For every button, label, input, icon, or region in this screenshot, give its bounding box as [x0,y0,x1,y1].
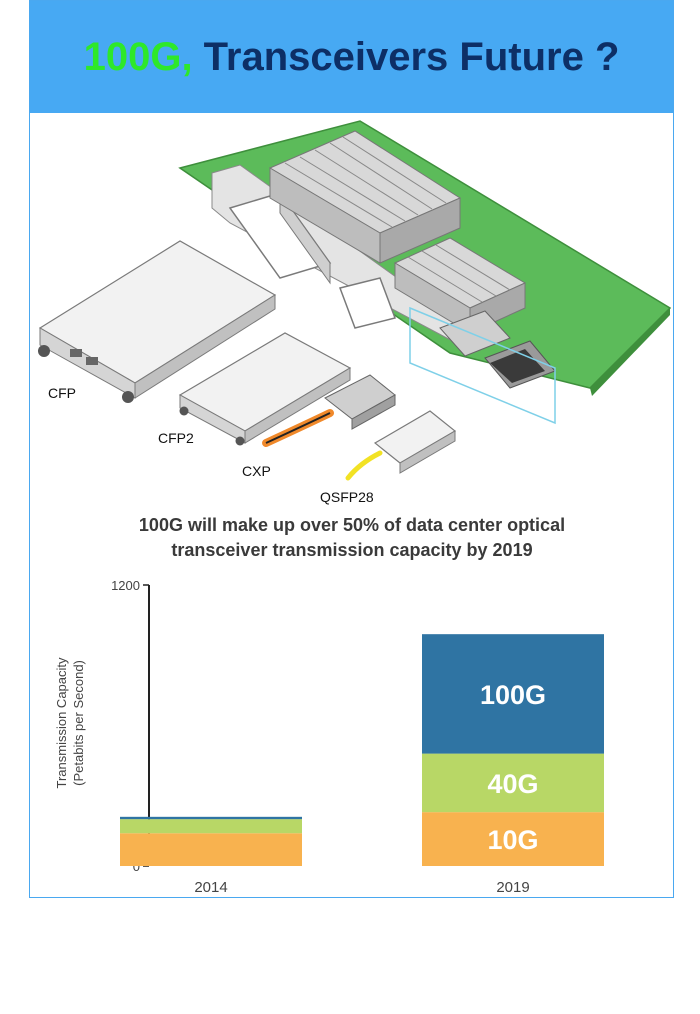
banner-title: 100G, Transceivers Future ? [84,35,620,80]
x-tick-label-2019: 2019 [496,879,529,896]
label-cxp: CXP [242,463,271,479]
bar-label-100G: 100G [480,680,546,710]
title-banner: 100G, Transceivers Future ? [30,1,673,113]
label-cfp: CFP [48,385,76,401]
y-tick-label-max: 1200 [111,578,140,593]
y-axis-label-line-2: (Petabits per Second) [71,660,86,786]
banner-title-main: Transceivers Future ? [192,34,620,79]
heatsink-small [393,237,527,334]
bar-label-10G: 10G [487,825,538,855]
banner-title-accent: 100G, [83,34,193,79]
bar-2019-10G [422,812,604,866]
cfp2-module [178,332,352,446]
heatsink-large [268,130,462,264]
poster-frame: 100G, Transceivers Future ? [29,0,674,898]
cfp-module [38,240,277,403]
bar-group: 2014 10G 40G 100G 2019 [120,634,604,896]
bar-2019-40G [422,753,604,813]
bar-2014-10G [120,833,302,866]
x-tick-label-2014: 2014 [194,879,227,896]
label-qsfp28: QSFP28 [320,489,374,505]
chart-title-line-1: 100G will make up over 50% of data cente… [139,515,565,535]
qsfp28-module [345,410,457,481]
cxp-module [262,374,396,447]
chart-title-line-2: transceiver transmission capacity by 201… [171,540,532,560]
label-cfp2: CFP2 [158,430,194,446]
y-tick-label-min: 0 [133,859,140,874]
bar-2014-100G [120,816,302,820]
capacity-chart: 100G will make up over 50% of data cente… [54,515,604,896]
transceiver-illustration: CFP CFP2 CXP QSFP28 [38,120,672,505]
bar-2019-100G [422,634,604,754]
bar-label-40G: 40G [487,769,538,799]
bar-2014-40G [120,819,302,834]
y-axis-label-line-1: Transmission Capacity [54,657,69,789]
